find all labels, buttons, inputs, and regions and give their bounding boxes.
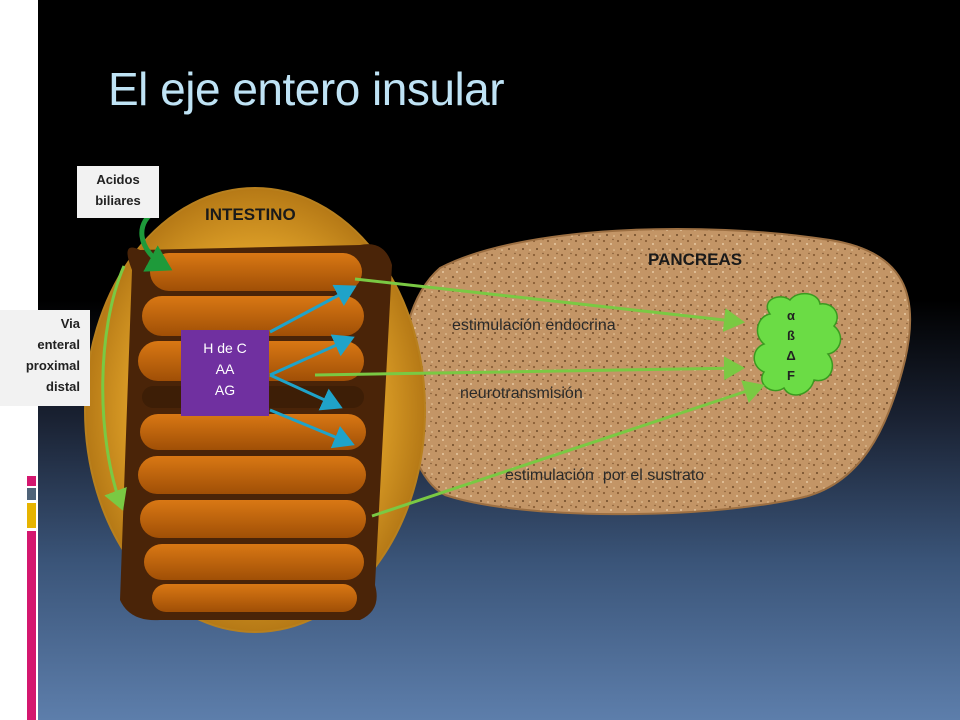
enteral-line-1: Via <box>60 316 80 331</box>
hormone-line-3: AG <box>214 382 236 398</box>
islet-delta: Δ <box>786 348 796 363</box>
decor-bar-magenta-long <box>27 531 36 720</box>
intestine-folds <box>138 253 366 612</box>
islet-beta: ß <box>787 328 795 343</box>
islet-cell-types: α ß Δ F <box>778 306 804 386</box>
islet-alpha: α <box>787 308 795 323</box>
label-substrate: estimulación por el sustrato <box>505 467 705 484</box>
enteral-route-arrow <box>101 265 127 511</box>
slide-title: El eje entero insular <box>108 63 505 115</box>
arrow-endocrine <box>354 277 745 332</box>
hormone-line-2: AA <box>215 361 235 377</box>
enteral-line-3: proximal <box>25 358 80 373</box>
enteral-line-2: enteral <box>37 337 80 352</box>
pancreas-label: PANCREAS <box>648 250 743 269</box>
enteral-route-callout: Via enteral proximal distal <box>0 310 90 406</box>
decor-bar-gold <box>27 503 36 528</box>
islet-cells <box>753 292 842 396</box>
bile-acids-callout: Acidos biliares <box>77 166 159 218</box>
intestine-label: INTESTINO <box>205 205 296 224</box>
gut-hormone-box: H de C AA AG <box>181 330 269 416</box>
enteral-line-4: distal <box>46 379 80 394</box>
arrow-substrate <box>371 380 765 518</box>
hormone-line-1: H de C <box>203 340 247 356</box>
bile-acids-line-1: Acidos <box>96 172 140 187</box>
blue-arrow-1 <box>269 284 357 334</box>
decor-bar-magenta <box>27 476 36 486</box>
blue-arrow-2 <box>269 334 355 377</box>
label-neurotransmission: neurotransmisión <box>460 385 583 402</box>
islet-f: F <box>787 368 795 383</box>
blue-arrow-3 <box>269 373 343 411</box>
blue-arrow-4 <box>269 408 355 449</box>
bile-acids-line-2: biliares <box>95 193 141 208</box>
decor-bar-slate <box>27 488 36 500</box>
arrow-neurotransmission <box>314 356 745 381</box>
label-endocrine: estimulación endocrina <box>452 317 616 334</box>
